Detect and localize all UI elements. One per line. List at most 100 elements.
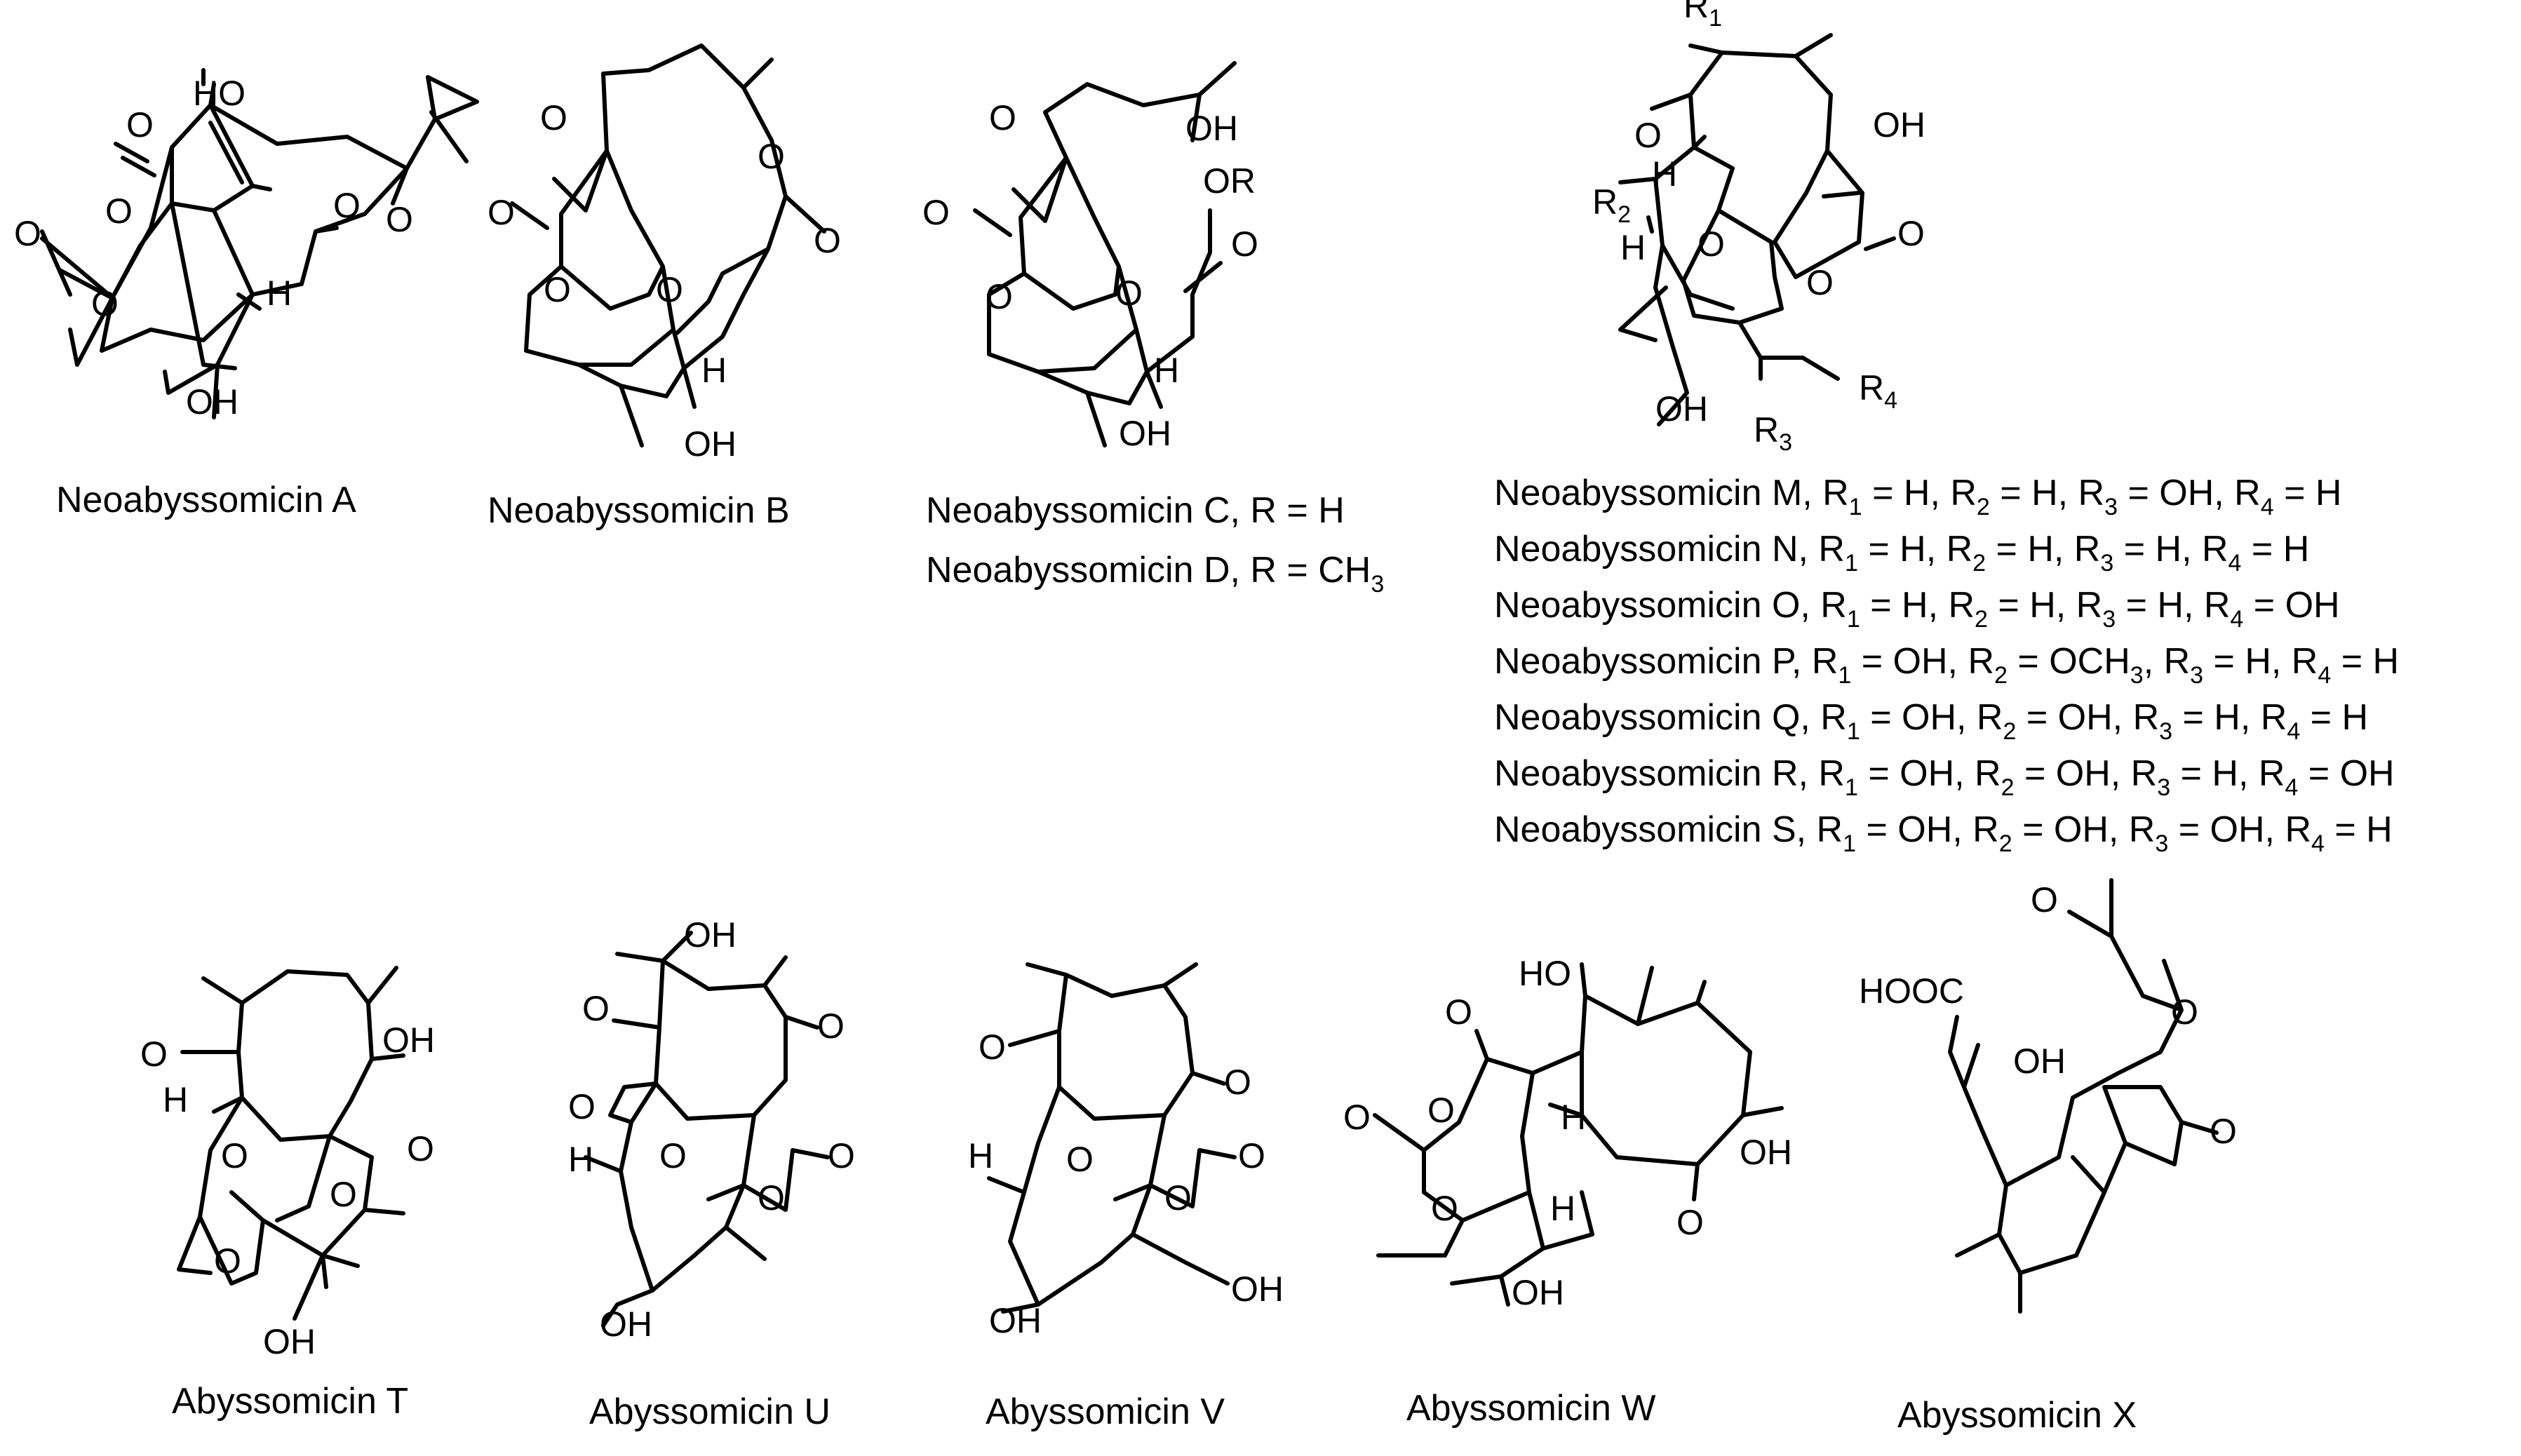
atom-r3: R3: [1754, 410, 1792, 456]
structure-neoabyssomicin-cd: O OH OR O O O O H OH Neoabyssomicin C, R…: [922, 61, 1384, 598]
caption-abyssomicin-t: Abyssomicin T: [172, 1381, 408, 1422]
atom-o-bridge: O: [91, 284, 119, 323]
atom-r4-sub: 4: [1884, 387, 1897, 414]
caption-abyssomicin-x: Abyssomicin X: [1897, 1395, 2137, 1436]
atom-h-bottom: H: [1550, 1189, 1575, 1228]
atom-o-lactone: O: [488, 193, 515, 232]
atom-o-ketone: O: [1676, 1203, 1704, 1242]
atom-h-left: H: [1620, 228, 1646, 267]
atom-o-ring: O: [1164, 1178, 1192, 1218]
atom-o-ester: O: [386, 200, 413, 239]
atom-h: H: [568, 1140, 593, 1179]
atom-oh: OH: [1873, 105, 1925, 144]
atom-h-top: H: [1652, 154, 1677, 194]
atom-oh-right: OH: [1231, 1269, 1284, 1309]
atom-r4-letter: R: [1859, 368, 1884, 407]
atom-h: H: [1154, 351, 1179, 390]
atom-o-carbonyl1: O: [126, 105, 154, 144]
neoabyssomicin-m-s-legend: Neoabyssomicin M, R1 = H, R2 = H, R3 = O…: [1494, 473, 2399, 857]
atom-o-ring: O: [986, 277, 1013, 316]
atom-o-carbonyl: O: [407, 1129, 434, 1168]
atom-r2: R2: [1592, 182, 1631, 228]
atom-o-carbonyl: O: [828, 1136, 855, 1175]
atom-oh-bottom: OH: [600, 1305, 652, 1344]
legend-row-q: Neoabyssomicin Q, R1 = OH, R2 = OH, R3 =…: [1494, 697, 2368, 745]
atom-r3-sub: 3: [1779, 429, 1792, 456]
atom-or: OR: [1203, 161, 1256, 201]
bonds-abyssomicin-t: [177, 966, 405, 1321]
bonds-abyssomicin-x: [1948, 878, 2219, 1314]
caption-abyssomicin-v: Abyssomicin V: [986, 1391, 1225, 1432]
legend-row-p: Neoabyssomicin P, R1 = OH, R2 = OCH3, R3…: [1494, 641, 2399, 689]
atom-oh-right: OH: [1740, 1133, 1792, 1172]
atom-o-epoxide: O: [214, 1241, 241, 1281]
atom-o-ketone: O: [540, 98, 567, 137]
atom-o-ketone: O: [2171, 992, 2198, 1032]
atom-r2-sub: 2: [1618, 201, 1631, 228]
atom-o-ring: O: [14, 214, 41, 253]
caption-neoabyssomicin-c: Neoabyssomicin C, R = H: [926, 490, 1345, 531]
structure-abyssomicin-t: OH O H O O O O OH Abyssomicin T: [140, 966, 435, 1422]
atom-o-bridge: O: [656, 270, 683, 309]
atom-ho: HO: [1519, 954, 1571, 993]
atom-o-ketone1: O: [979, 1027, 1006, 1067]
atom-o-carbonyl2: O: [333, 186, 361, 225]
atom-o-carbonyl1: O: [1445, 992, 1472, 1032]
atom-oh-bottom: OH: [263, 1322, 316, 1361]
atom-o-ring: O: [2210, 1112, 2237, 1151]
atom-oh: OH: [2013, 1042, 2066, 1081]
structure-neoabyssomicin-a: HO H OH O O O O O O Neoabyssomicin A: [14, 68, 479, 520]
atom-o-bridge: O: [1115, 274, 1143, 313]
bonds-neoabyssomicin-m: [1618, 33, 1896, 426]
bonds-abyssomicin-u: [584, 931, 830, 1328]
atom-h: H: [968, 1136, 993, 1175]
caption-abyssomicin-u: Abyssomicin U: [589, 1391, 831, 1432]
atom-oh: OH: [186, 382, 238, 422]
bonds-neoabyssomicin-b: [510, 43, 826, 447]
atom-r1-sub: 1: [1709, 5, 1722, 32]
atom-hooc: HOOC: [1859, 971, 1964, 1011]
atom-oh: OH: [1119, 414, 1171, 453]
atom-o-top: O: [2031, 880, 2058, 919]
atom-o-bridge: O: [659, 1136, 687, 1175]
atom-o-carbonyl: O: [1231, 224, 1258, 264]
legend-row-m: Neoabyssomicin M, R1 = H, R2 = H, R3 = O…: [1494, 473, 2341, 520]
structure-neoabyssomicin-b: O O O O O O H OH Neoabyssomicin B: [488, 43, 841, 531]
atom-o-ketone2: O: [817, 1006, 845, 1046]
atom-r3-letter: R: [1754, 410, 1779, 450]
atom-o-lactone: O: [105, 191, 133, 231]
atom-oh-left: OH: [989, 1301, 1042, 1340]
atom-h: H: [701, 351, 727, 390]
atom-o-epoxide: O: [568, 1087, 596, 1126]
atom-oh-bottom: OH: [1512, 1273, 1564, 1312]
bonds-neoabyssomicin-cd: [973, 61, 1237, 447]
atom-o-lactone: O: [922, 193, 950, 232]
legend-row-o: Neoabyssomicin O, R1 = H, R2 = H, R3 = H…: [1494, 585, 2340, 633]
bonds-neoabyssomicin-a: [40, 68, 479, 419]
caption-neoabyssomicin-d: Neoabyssomicin D, R = CH3: [926, 550, 1384, 598]
structure-abyssomicin-x: O HOOC O OH O Abyssomicin X: [1859, 878, 2237, 1436]
atom-o-carbonyl2: O: [1343, 1098, 1371, 1137]
atom-o-lactone: O: [1427, 1091, 1455, 1130]
atom-o-ketone2: O: [1224, 1063, 1251, 1102]
legend-row-s: Neoabyssomicin S, R1 = OH, R2 = OH, R3 =…: [1494, 809, 2393, 857]
atom-r1-letter: R: [1683, 0, 1709, 25]
atom-h: H: [267, 274, 292, 313]
atom-o-carbonyl: O: [1238, 1136, 1265, 1175]
atom-oh-bottom: OH: [1655, 389, 1708, 429]
atom-o-bridge: O: [221, 1136, 248, 1175]
atom-o-ketone: O: [1634, 116, 1662, 155]
atom-o-bridge: O: [1698, 224, 1725, 264]
caption-neoabyssomicin-a: Neoabyssomicin A: [56, 480, 356, 520]
atom-o-ketone: O: [140, 1034, 168, 1074]
atom-r1: R1: [1683, 0, 1722, 32]
atom-r4: R4: [1859, 368, 1897, 414]
atom-o-bridge: O: [1431, 1189, 1458, 1228]
caption-neoabyssomicin-b: Neoabyssomicin B: [488, 490, 790, 531]
structure-abyssomicin-v: O O H O O O OH OH Abyssomicin V: [968, 962, 1284, 1432]
atom-o-bridge: O: [1066, 1140, 1094, 1179]
atom-r2-letter: R: [1592, 182, 1618, 222]
bonds-abyssomicin-w: [1373, 962, 1784, 1307]
atom-o-ketone1: O: [582, 989, 610, 1028]
